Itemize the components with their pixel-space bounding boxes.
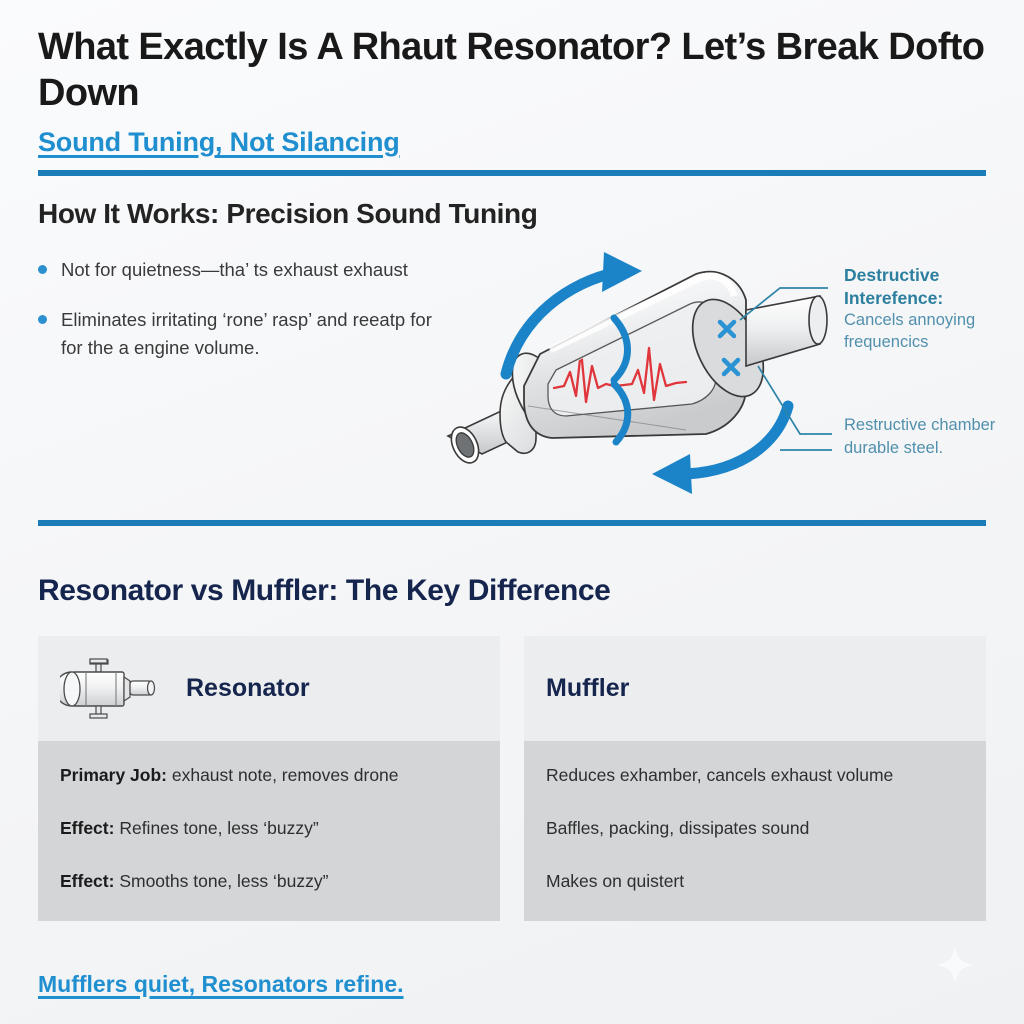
flow-arrow-top-icon	[500, 251, 642, 380]
section-divider	[38, 519, 986, 526]
x-mark-icon	[717, 319, 737, 338]
row-label: Effect:	[60, 818, 115, 839]
sparkle-icon	[936, 946, 974, 984]
row-value: Smooths tone, less ‘buzzy”	[119, 871, 329, 892]
card-muffler: Muffler Reduces exhamber, cancels exhaus…	[524, 635, 986, 921]
comparison-heading: Resonator vs Muffler: The Key Difference	[38, 573, 611, 607]
resonator-icon	[60, 658, 156, 719]
annotation-destructive-interference: Destructive Interefence: Cancels annoyin…	[844, 264, 1024, 354]
annotation-text: Restructive chamber durable steel.	[844, 415, 996, 458]
how-it-works-heading: How It Works: Precision Sound Tuning	[38, 197, 538, 229]
list-item: Not for quietness—tha’ ts exhaust exhaus…	[38, 256, 438, 284]
row-label: Primary Job:	[60, 764, 167, 785]
row-value: exhaust note, removes drone	[171, 764, 399, 785]
row-value: Makes on quistert	[546, 871, 685, 892]
bullet-dot-icon	[38, 314, 47, 324]
table-row: Effect: Smooths tone, less ‘buzzy”	[60, 869, 478, 894]
annotation-title: Destructive Interefence:	[844, 264, 944, 308]
annotation-restrictive-chamber: Restructive chamber durable steel.	[844, 414, 1024, 461]
x-mark-icon	[721, 357, 741, 376]
internal-flow-arcs-icon	[610, 314, 632, 446]
list-item: Eliminates irritating ‘rone’ rasp’ and r…	[38, 306, 438, 362]
resonator-diagram-svg	[446, 251, 832, 494]
page-subtitle: Sound Tuning, Not Silancing	[38, 126, 400, 157]
how-it-works-body: Not for quietness—tha’ ts exhaust exhaus…	[38, 246, 995, 496]
comparison-cards: Resonator Primary Job: exhaust note, rem…	[38, 635, 986, 921]
bullet-dot-icon	[38, 264, 47, 274]
table-row: Reduces exhamber, cancels exhaust volume	[546, 763, 964, 788]
table-row: Effect: Refines tone, less ‘buzzy”	[60, 816, 478, 841]
row-value: Reduces exhamber, cancels exhaust volume	[546, 764, 894, 785]
card-resonator: Resonator Primary Job: exhaust note, rem…	[38, 635, 500, 921]
table-row: Baffles, packing, dissipates sound	[546, 816, 964, 841]
row-value: Refines tone, less ‘buzzy”	[119, 818, 319, 839]
row-value: Baffles, packing, dissipates sound	[546, 818, 810, 839]
annotation-subtitle: Cancels annoying frequencics	[844, 311, 976, 352]
table-row: Makes on quistert	[546, 869, 964, 894]
how-it-works-bullets: Not for quietness—tha’ ts exhaust exhaus…	[38, 246, 438, 384]
bullet-text: Eliminates irritating ‘rone’ rasp’ and r…	[61, 308, 432, 358]
page-title: What Exactly Is A Rhaut Resonator? Let’s…	[38, 26, 985, 115]
card-header-resonator: Resonator	[38, 635, 500, 741]
card-body-resonator: Primary Job: exhaust note, removes drone…	[38, 740, 500, 921]
footer-tagline: Mufflers quiet, Resonators refine.	[38, 971, 404, 997]
leader-lines	[739, 286, 832, 451]
card-title: Muffler	[546, 673, 630, 702]
resonator-diagram: Destructive Interefence: Cancels annoyin…	[438, 246, 995, 496]
outlet-pipe-icon	[745, 294, 828, 367]
bullet-text: Not for quietness—tha’ ts exhaust exhaus…	[61, 258, 408, 280]
flow-arrow-bottom-icon	[652, 400, 794, 494]
resonator-chamber-icon	[523, 270, 747, 439]
table-row: Primary Job: exhaust note, removes drone	[60, 763, 478, 788]
card-body-muffler: Reduces exhamber, cancels exhaust volume…	[524, 740, 986, 921]
row-label: Effect:	[60, 871, 115, 892]
card-title: Resonator	[186, 673, 310, 702]
header-divider	[38, 169, 986, 176]
header: What Exactly Is A Rhaut Resonator? Let’s…	[38, 0, 986, 176]
card-header-muffler: Muffler	[524, 635, 986, 741]
